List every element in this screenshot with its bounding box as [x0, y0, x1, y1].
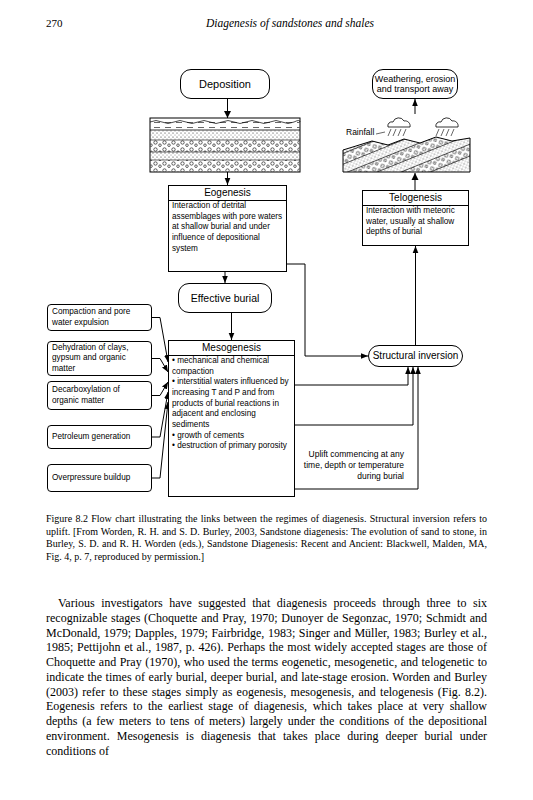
factor-box: Petroleum generation [47, 425, 152, 449]
stage-box: Mesogenesis• mechanical and chemical com… [168, 340, 295, 497]
flow-arrow [152, 318, 168, 363]
rain-lines [388, 129, 454, 136]
deposition-illustration [150, 111, 300, 172]
process-box: Structural inversion [368, 345, 463, 367]
node-text: • destruction of primary porosity [169, 441, 294, 452]
bedding-line [317, 136, 521, 218]
rain-line [388, 129, 391, 136]
node-text: Petroleum generation [52, 432, 147, 442]
flow-arrow [231, 313, 232, 340]
bedding-line [305, 107, 509, 189]
flow-arrow [295, 367, 408, 385]
bedding-line [302, 98, 506, 180]
rain-line [446, 129, 449, 136]
tilted-stratum [302, 98, 509, 189]
process-box: Deposition [180, 69, 270, 99]
bedding-line [150, 160, 300, 161]
node-text: Interaction of detrital assemblages with… [169, 201, 286, 254]
leader-line [376, 132, 385, 134]
tilted-stratum [309, 117, 516, 208]
cloud [436, 118, 458, 127]
bedding-line [298, 89, 502, 171]
flow-arrow [415, 246, 416, 345]
rain-line [436, 129, 439, 136]
body-paragraph: Various investigators have suggested tha… [46, 596, 487, 758]
stage-box: TelogenesisInteraction with meteoric wat… [362, 190, 469, 246]
rain-line [441, 129, 444, 136]
flow-arrow [152, 359, 168, 373]
strata-frame [150, 118, 300, 172]
flow-arrow [152, 382, 168, 396]
gravel-layer [151, 140, 300, 152]
bedding-line [150, 130, 300, 131]
process-box: Weathering, erosion and transport away [372, 69, 458, 99]
flow-arrow [287, 264, 368, 356]
node-heading: Mesogenesis [169, 341, 294, 356]
arrow-head [412, 173, 419, 180]
factor-box: Overpressure buildup [47, 464, 152, 492]
node-text: Weathering, erosion and transport away [373, 74, 457, 95]
process-box: Effective burial [178, 283, 272, 313]
bedding-line [150, 140, 300, 141]
node-text: Dehydration of clays, gypsum and organic… [52, 343, 147, 374]
node-text: • mechanical and chemical compaction [169, 356, 294, 377]
factor-box: Decarboxylation of organic matter [47, 381, 152, 410]
page-number: 270 [46, 17, 86, 30]
water-surface [150, 121, 300, 124]
land-surface [343, 137, 470, 172]
flow-arrow [295, 367, 413, 425]
rain-line [451, 129, 454, 136]
factor-box: Compaction and pore water expulsion [47, 304, 152, 331]
stage-box: EogenesisInteraction of detrital assembl… [168, 185, 287, 272]
rain-line [398, 129, 401, 136]
node-text: Interaction with meteoric water, usually… [363, 206, 468, 238]
sand-layer [151, 152, 300, 160]
flow-arrow [295, 367, 418, 489]
node-text: • interstitial waters influenced by incr… [169, 377, 294, 430]
bedding-line [150, 152, 300, 153]
cloud [388, 118, 410, 127]
node-text: Compaction and pore water expulsion [52, 307, 147, 328]
annotation: Uplift commencing at any time, depth or … [298, 449, 404, 482]
factor-box: Dehydration of clays, gypsum and organic… [47, 341, 152, 376]
sand-layer [151, 130, 300, 140]
node-text: Structural inversion [373, 350, 459, 362]
node-text: Decarboxylation of organic matter [52, 385, 147, 406]
figure-caption: Figure 8.2 Flow chart illustrating the l… [46, 513, 487, 563]
water-layer [151, 119, 300, 130]
node-text: • growth of cements [169, 431, 294, 442]
rain-line [403, 129, 406, 136]
flow-arrow [152, 392, 168, 437]
node-text: Effective burial [191, 292, 260, 304]
node-heading: Eogenesis [169, 186, 286, 201]
arrow-head [224, 111, 231, 118]
gravel-layer [151, 160, 300, 172]
bedding-line [309, 117, 513, 199]
node-text: Overpressure buildup [52, 473, 147, 483]
tilted-stratum [305, 107, 513, 200]
running-header: Diagenesis of sandstones and shales [150, 17, 430, 31]
node-text: Deposition [199, 78, 251, 91]
flow-arrow [152, 402, 168, 478]
rain-line [393, 129, 396, 136]
node-heading: Telogenesis [363, 191, 468, 206]
flow-arrow [225, 272, 226, 283]
bedding-line [313, 125, 517, 207]
